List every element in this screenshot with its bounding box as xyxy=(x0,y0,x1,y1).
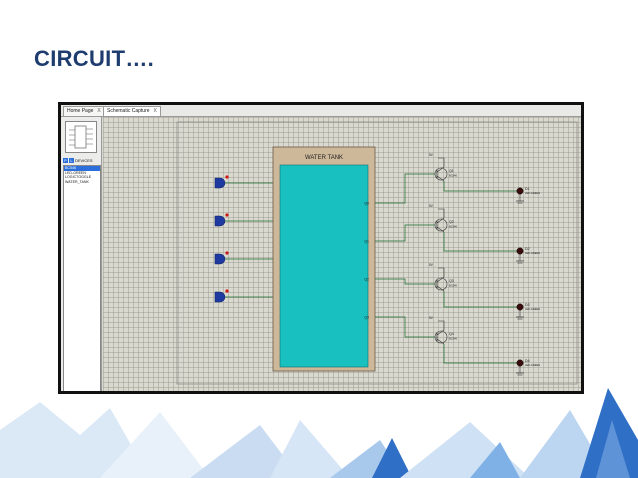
schematic-drawing: A0A1A2A3 WATER TANK Q05VQ1BC546D1LED-GRE… xyxy=(176,121,578,385)
transistor-ref: Q4 xyxy=(449,332,454,336)
close-icon[interactable]: X xyxy=(97,108,101,114)
logic-state-indicator xyxy=(225,175,229,179)
supply-wire xyxy=(438,157,445,167)
led-ref: D2 xyxy=(525,247,530,251)
wire xyxy=(375,278,435,285)
led-ref: D4 xyxy=(525,359,530,363)
wire xyxy=(375,224,435,242)
pick-device-button[interactable]: P xyxy=(63,158,68,164)
devices-header-label: DEVICES xyxy=(75,158,93,163)
mountain-decoration xyxy=(0,388,638,478)
wire xyxy=(443,291,517,308)
device-list-item[interactable]: BC546 xyxy=(64,166,100,171)
device-list-item[interactable]: LOGICTOGGLE xyxy=(65,175,92,180)
mountain-shape xyxy=(190,425,300,478)
close-icon[interactable]: X xyxy=(153,108,157,114)
supply-wire xyxy=(438,267,445,277)
water-tank-label: WATER TANK xyxy=(305,155,343,161)
mountain-shape xyxy=(596,420,630,478)
logic-state-indicator xyxy=(225,251,229,255)
transistor-emitter xyxy=(436,175,445,182)
transistor-symbol[interactable] xyxy=(434,330,448,344)
led-part: LED-GREEN xyxy=(525,307,540,311)
supply-label: 5V xyxy=(429,204,434,208)
tank-output-pin-label: Q3 xyxy=(364,316,369,320)
supply-label: 5V xyxy=(429,263,434,267)
transistor-part: BC546 xyxy=(449,337,457,341)
slide-title: CIRCUIT…. xyxy=(34,46,155,71)
led-ref: D1 xyxy=(525,187,530,191)
mountain-shape xyxy=(0,402,150,478)
mountain-shape xyxy=(270,420,350,478)
transistor-ref: Q3 xyxy=(449,279,454,283)
transistor-emitter xyxy=(436,226,445,233)
transistor-part: BC546 xyxy=(449,174,457,178)
supply-wire xyxy=(438,320,445,330)
tank-output-pin-label: Q0 xyxy=(364,202,369,206)
transistor-symbol[interactable] xyxy=(434,218,448,232)
led-part: LED-GREEN xyxy=(525,251,540,255)
sheet-border xyxy=(176,121,578,385)
tab-home-page-label: Home Page xyxy=(67,108,94,114)
wire xyxy=(443,181,517,192)
transistor-emitter xyxy=(436,285,445,292)
device-list-item[interactable]: LED-GREEN xyxy=(65,170,86,175)
tank-output-pin-label: Q2 xyxy=(364,278,369,282)
schematic-canvas[interactable]: A0A1A2A3 WATER TANK Q05VQ1BC546D1LED-GRE… xyxy=(103,117,581,391)
transistor-collector xyxy=(436,166,445,173)
led-symbol[interactable] xyxy=(516,359,524,367)
water-tank-level xyxy=(279,164,369,368)
transistor-collector xyxy=(436,329,445,336)
transistor-ref: Q2 xyxy=(449,220,454,224)
logic-toggle[interactable] xyxy=(214,177,226,189)
led-ref: D3 xyxy=(525,303,530,307)
wire xyxy=(375,316,435,338)
logic-toggle[interactable] xyxy=(214,253,226,265)
supply-wire xyxy=(438,208,445,218)
logic-state-indicator xyxy=(225,289,229,293)
wire xyxy=(443,344,517,364)
transistor-collector xyxy=(436,276,445,283)
supply-label: 5V xyxy=(429,316,434,320)
transistor-collector xyxy=(436,217,445,224)
led-symbol[interactable] xyxy=(516,187,524,195)
device-list: BC546 LED-GREEN LOGICTOGGLE WATER_TANK xyxy=(63,165,101,391)
transistor-emitter xyxy=(436,338,445,345)
mountain-shape xyxy=(372,438,412,478)
supply-label: 5V xyxy=(429,153,434,157)
transistor-symbol[interactable] xyxy=(434,167,448,181)
tab-schematic-capture-label: Schematic Capture xyxy=(107,108,150,114)
led-part: LED-GREEN xyxy=(525,191,540,195)
transistor-part: BC546 xyxy=(449,284,457,288)
transistor-part: BC546 xyxy=(449,225,457,229)
logic-state-indicator xyxy=(225,213,229,217)
wire xyxy=(375,173,435,204)
overview-thumbnail xyxy=(69,125,93,149)
tank-output-pin-label: Q1 xyxy=(364,240,369,244)
overview-preview[interactable] xyxy=(65,121,97,153)
led-part: LED-GREEN xyxy=(525,363,540,367)
logic-toggle[interactable] xyxy=(214,291,226,303)
transistor-symbol[interactable] xyxy=(434,277,448,291)
led-symbol[interactable] xyxy=(516,247,524,255)
mountain-shape xyxy=(100,412,210,478)
led-symbol[interactable] xyxy=(516,303,524,311)
library-button[interactable]: L xyxy=(69,158,74,164)
wire xyxy=(443,232,517,252)
logic-toggle[interactable] xyxy=(214,215,226,227)
device-list-item[interactable]: WATER_TANK xyxy=(65,179,89,184)
mountain-shape xyxy=(470,442,520,478)
transistor-ref: Q1 xyxy=(449,169,454,173)
